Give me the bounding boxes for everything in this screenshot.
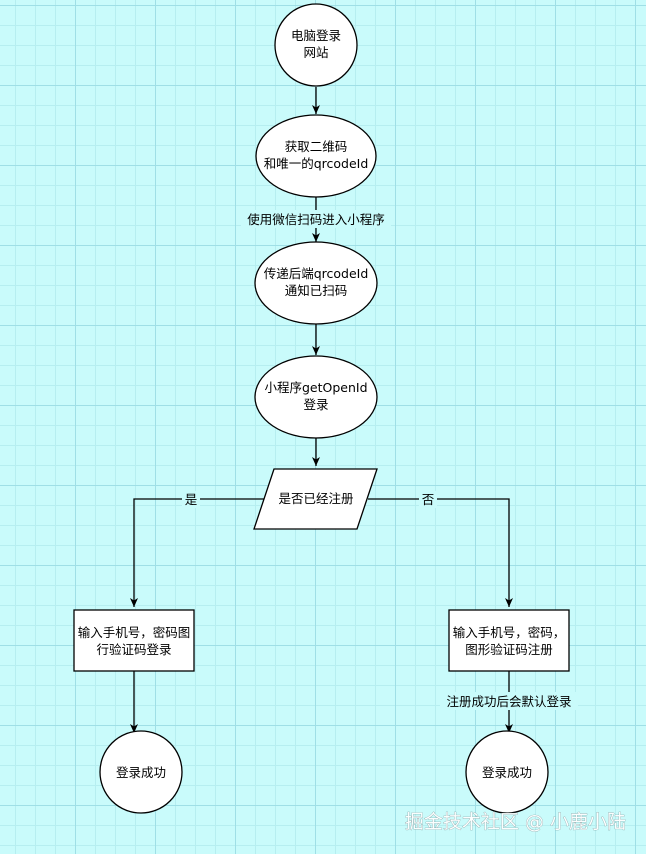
edge-decision-yes (130, 498, 264, 607)
edge-label-yes: 是 (185, 492, 198, 507)
edge-label-scan: 使用微信扫码进入小程序 (247, 212, 385, 227)
node-input-register-line2: 图形验证码注册 (465, 642, 553, 657)
node-input-login-line2: 行验证码登录 (96, 642, 171, 657)
watermark: 掘金技术社区 @ 小鹿小陆 (405, 811, 626, 833)
node-success-right-label: 登录成功 (482, 765, 532, 780)
node-mini-program-login-line2: 登录 (303, 397, 328, 412)
node-get-qrcode-line2: 和唯一的qrcodeId (264, 156, 369, 171)
node-success-left-label: 登录成功 (116, 765, 166, 780)
node-is-registered-label: 是否已经注册 (278, 491, 353, 506)
node-input-login: 输入手机号，密码图 行验证码登录 (73, 609, 195, 672)
node-input-register: 输入手机号，密码， 图形验证码注册 (448, 609, 570, 672)
edge-decision-no (368, 498, 513, 607)
node-mini-program-login: 小程序getOpenId 登录 (254, 355, 378, 439)
edge-labels: 使用微信扫码进入小程序 是 否 注册成功后会默认登录 (182, 210, 578, 710)
node-login-site-line1: 电脑登录 (291, 28, 341, 43)
node-is-registered: 是否已经注册 (253, 468, 378, 530)
node-login-site-line2: 网站 (303, 45, 328, 60)
node-get-qrcode: 获取二维码 和唯一的qrcodeId (255, 114, 377, 198)
edge-label-auto-login: 注册成功后会默认登录 (446, 694, 571, 709)
node-success-right: 登录成功 (465, 730, 549, 814)
node-input-register-line1: 输入手机号，密码， (453, 625, 566, 640)
node-notify-scanned-line2: 通知已扫码 (285, 283, 348, 298)
node-notify-scanned-line1: 传递后端qrcodeId (264, 266, 369, 281)
edges (130, 87, 513, 733)
node-input-login-line1: 输入手机号，密码图 (78, 625, 191, 640)
node-mini-program-login-line1: 小程序getOpenId (264, 380, 367, 395)
edge-label-no: 否 (422, 492, 435, 507)
node-get-qrcode-line1: 获取二维码 (285, 139, 348, 154)
node-login-site: 电脑登录 网站 (274, 3, 358, 87)
node-notify-scanned: 传递后端qrcodeId 通知已扫码 (254, 241, 378, 325)
node-success-left: 登录成功 (99, 730, 183, 814)
